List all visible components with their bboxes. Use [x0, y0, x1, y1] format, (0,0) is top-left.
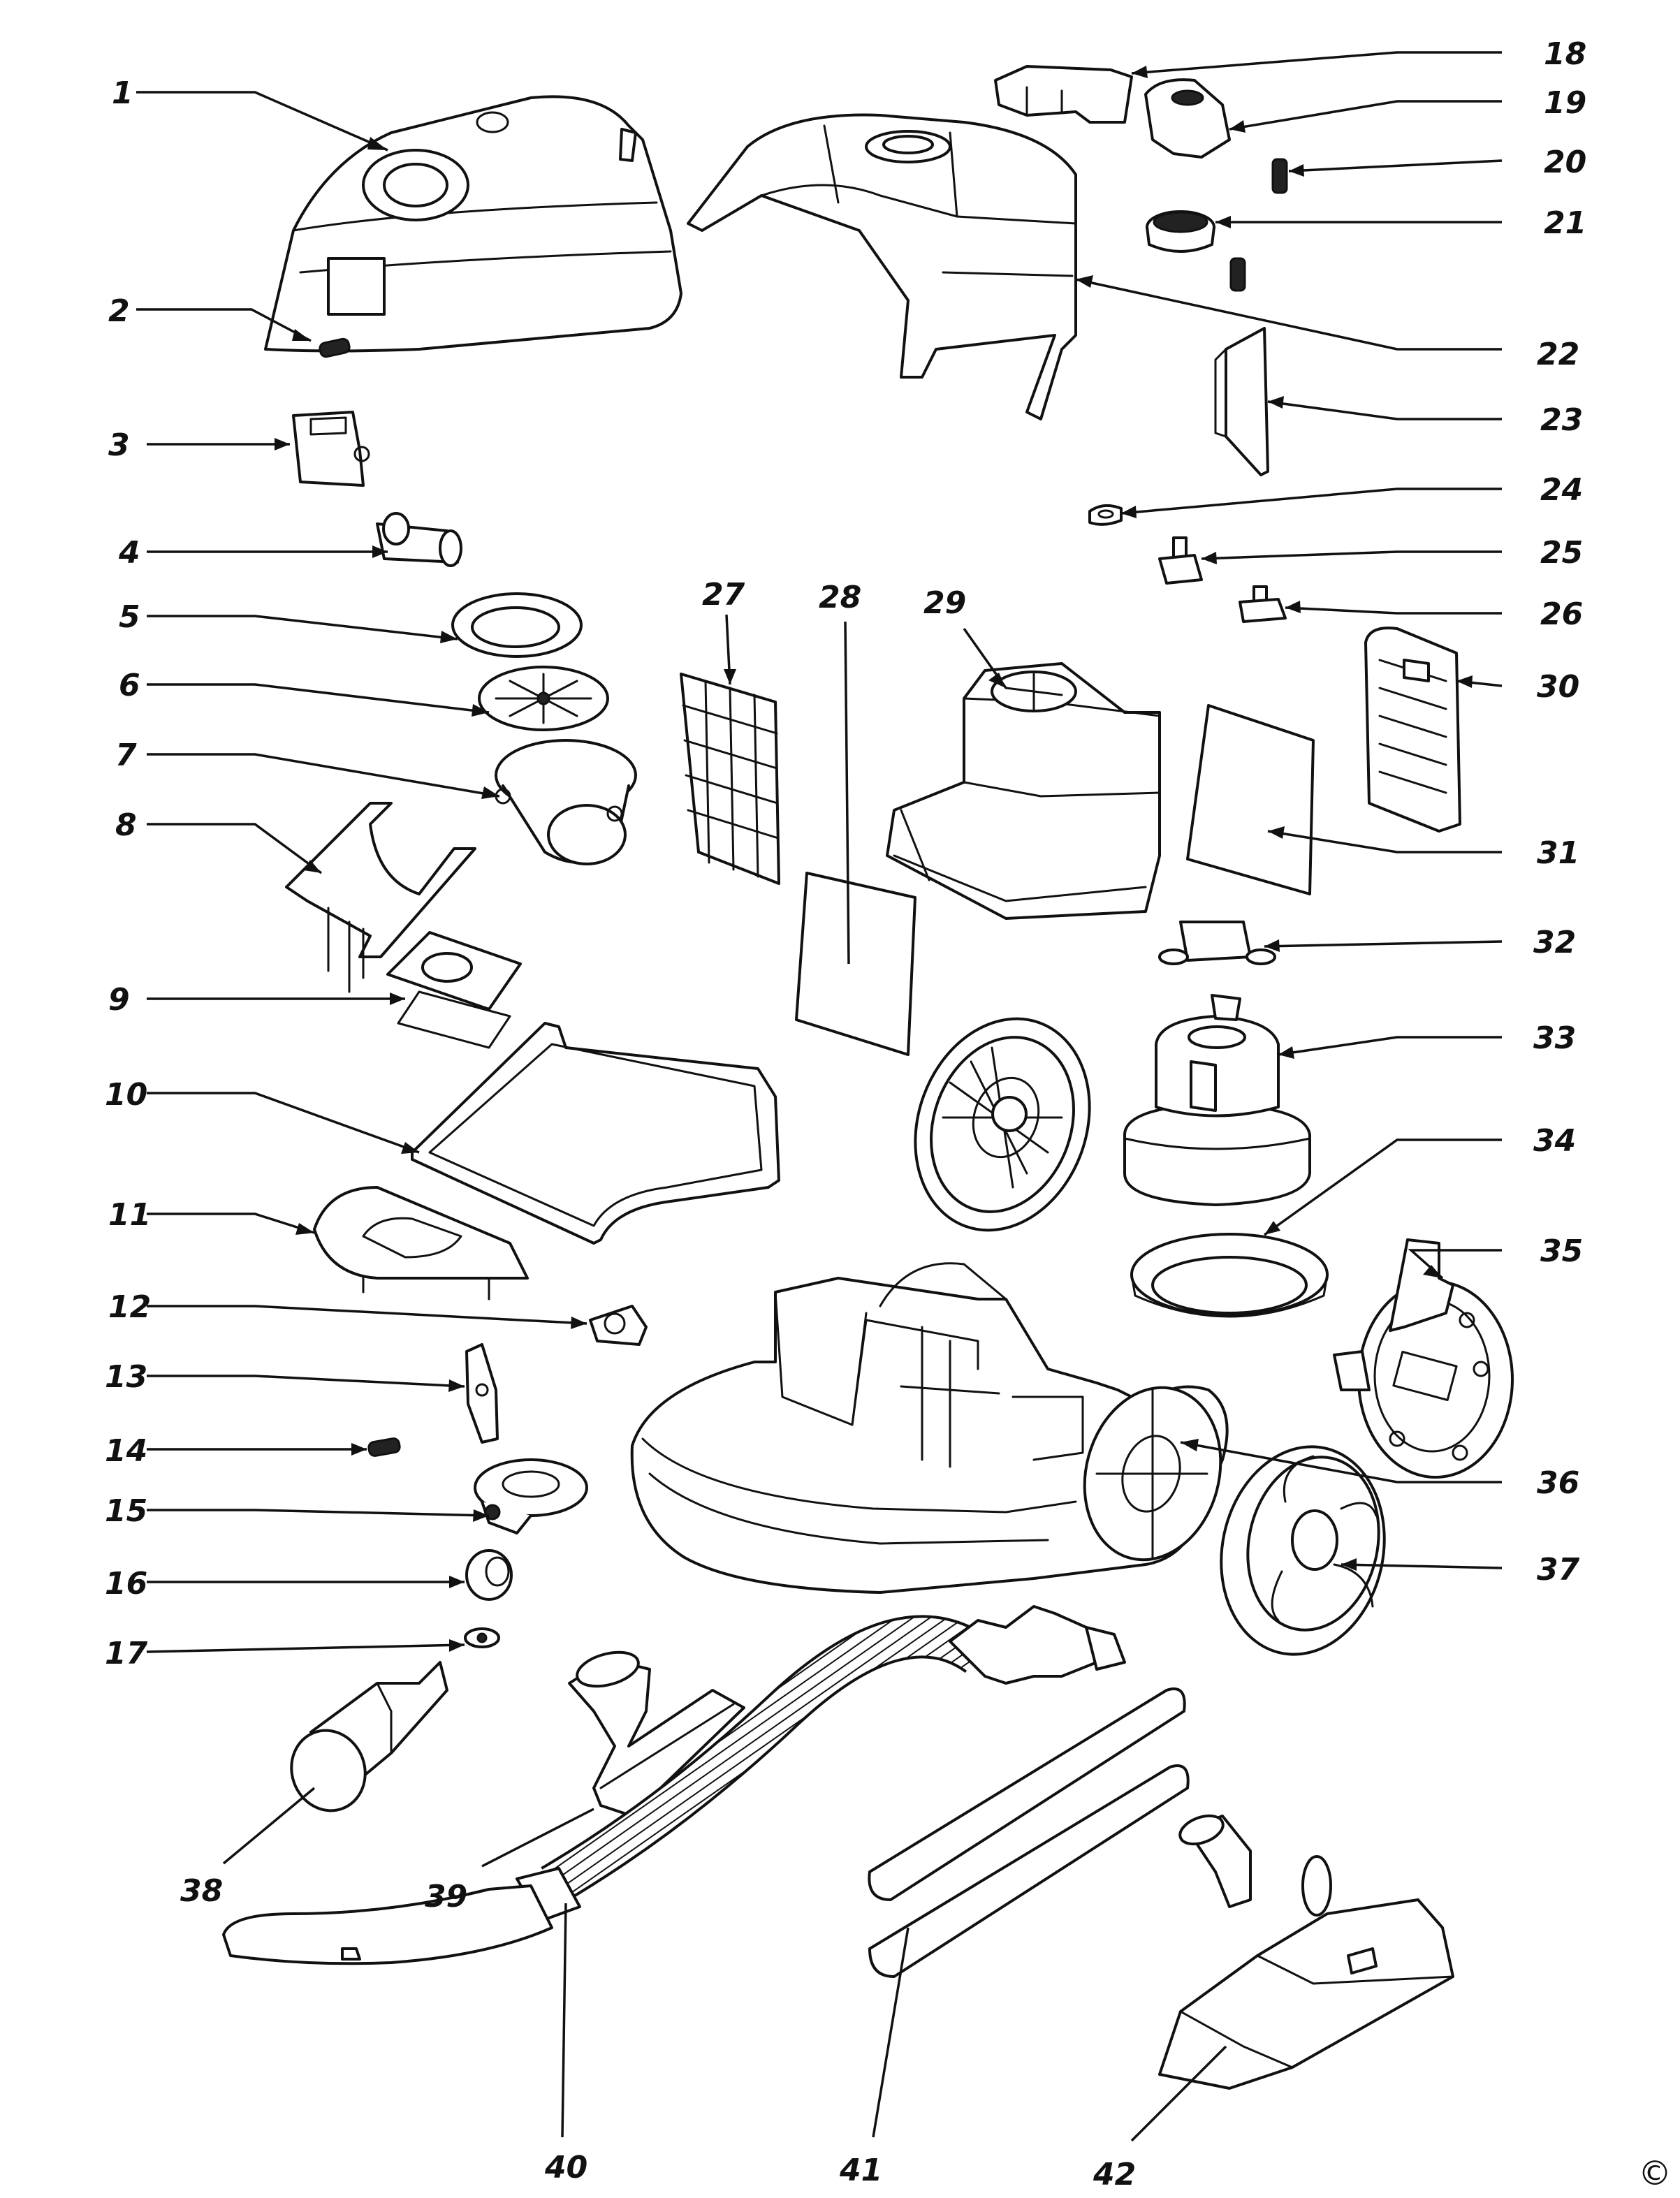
part-42-floor-nozzle: [1158, 1814, 1454, 2090]
part-19-button: [1144, 78, 1231, 159]
part-16-cap: [465, 1549, 513, 1601]
part-40-hose: [222, 1605, 1126, 1965]
part-32-mount: [1158, 921, 1276, 965]
part-11-handle-bracket: [313, 1186, 529, 1301]
label-2: 2: [108, 293, 130, 329]
label-42: 42: [1093, 2157, 1136, 2192]
label-7: 7: [115, 738, 137, 773]
part-2-spring: [319, 337, 351, 358]
label-20: 20: [1544, 145, 1586, 180]
label-19: 19: [1544, 85, 1586, 121]
part-number-labels: 1 2 3 4 5 6 7 8 9 10 11 12 13 14 15 16 1…: [105, 36, 1672, 2193]
arrowheads: [275, 66, 1473, 1652]
part-10-frame-gasket: [411, 1022, 780, 1245]
label-36: 36: [1537, 1465, 1579, 1501]
label-10: 10: [105, 1077, 147, 1113]
part-18-handle-cover: [994, 65, 1133, 124]
label-1: 1: [112, 75, 133, 111]
label-5: 5: [119, 599, 140, 635]
label-22: 22: [1537, 337, 1579, 372]
part-22-upper-housing: [687, 113, 1077, 420]
part-8-bag-holder: [285, 802, 476, 993]
label-40: 40: [544, 2150, 587, 2185]
part-3-clip: [292, 411, 370, 487]
part-21-knob: [1146, 210, 1215, 253]
part-23-filter-plate: [1214, 327, 1269, 476]
copyright-mark: ©: [1638, 2154, 1672, 2193]
label-17: 17: [105, 1636, 148, 1671]
label-30: 30: [1537, 669, 1579, 705]
label-39: 39: [425, 1879, 467, 1914]
label-31: 31: [1537, 835, 1579, 871]
part-spring-small: [1229, 257, 1246, 292]
part-33-motor: [1123, 994, 1311, 1206]
label-33: 33: [1533, 1020, 1576, 1056]
label-15: 15: [105, 1493, 147, 1529]
part-7-inlet-funnel: [495, 739, 637, 865]
part-38-crevice-tool: [290, 1661, 448, 1812]
part-9-dust-bag-card: [386, 931, 522, 1049]
part-34-motor-ring: [1130, 1233, 1329, 1318]
label-8: 8: [115, 807, 137, 843]
label-34: 34: [1533, 1123, 1576, 1159]
label-38: 38: [180, 1873, 223, 1909]
part-35-end-plate: [1333, 1238, 1514, 1479]
label-18: 18: [1544, 36, 1586, 72]
part-30-exhaust-grille: [1364, 627, 1461, 833]
label-6: 6: [119, 668, 140, 703]
part-31-filter-sheet: [1186, 704, 1315, 895]
part-26-switch: [1239, 585, 1287, 623]
part-13-latch: [465, 1343, 499, 1444]
label-25: 25: [1540, 535, 1583, 571]
label-12: 12: [108, 1289, 151, 1325]
part-24-clip: [1088, 504, 1123, 526]
part-14-spring: [367, 1437, 401, 1457]
label-9: 9: [108, 982, 130, 1018]
label-11: 11: [108, 1197, 151, 1233]
label-16: 16: [105, 1566, 147, 1602]
part-15-reel-housing: [474, 1458, 588, 1534]
label-14: 14: [105, 1433, 147, 1469]
label-13: 13: [105, 1359, 147, 1395]
part-main-base: [630, 1262, 1229, 1594]
part-4-connector: [376, 512, 462, 567]
part-1-top-cover: [264, 95, 682, 353]
part-12-knob: [589, 1305, 648, 1346]
part-5-seal-ring: [451, 592, 583, 658]
part-29-motor-housing: [886, 662, 1161, 920]
label-3: 3: [108, 427, 130, 463]
part-6-filter-disc: [478, 666, 609, 731]
part-17-washer: [464, 1627, 500, 1648]
label-35: 35: [1540, 1233, 1583, 1269]
part-fan-wheel: [914, 1017, 1091, 1232]
part-25-switch: [1158, 536, 1203, 585]
label-28: 28: [819, 580, 861, 615]
label-23: 23: [1540, 402, 1583, 438]
label-37: 37: [1537, 1552, 1580, 1588]
part-20-spring: [1271, 158, 1288, 194]
part-27-grille: [680, 673, 780, 885]
part-28-filter-sheet: [795, 872, 916, 1056]
part-39-upholstery-tool: [568, 1650, 745, 1817]
label-4: 4: [118, 535, 140, 571]
label-41: 41: [839, 2153, 882, 2188]
label-21: 21: [1544, 205, 1586, 241]
leader-lines: [136, 51, 1503, 2142]
label-27: 27: [702, 577, 745, 613]
label-32: 32: [1533, 925, 1576, 960]
label-29: 29: [923, 585, 966, 621]
part-41-extension-tubes: [868, 1687, 1190, 1978]
label-26: 26: [1540, 596, 1583, 632]
part-37-wheel: [1220, 1445, 1386, 1656]
label-24: 24: [1540, 472, 1583, 508]
